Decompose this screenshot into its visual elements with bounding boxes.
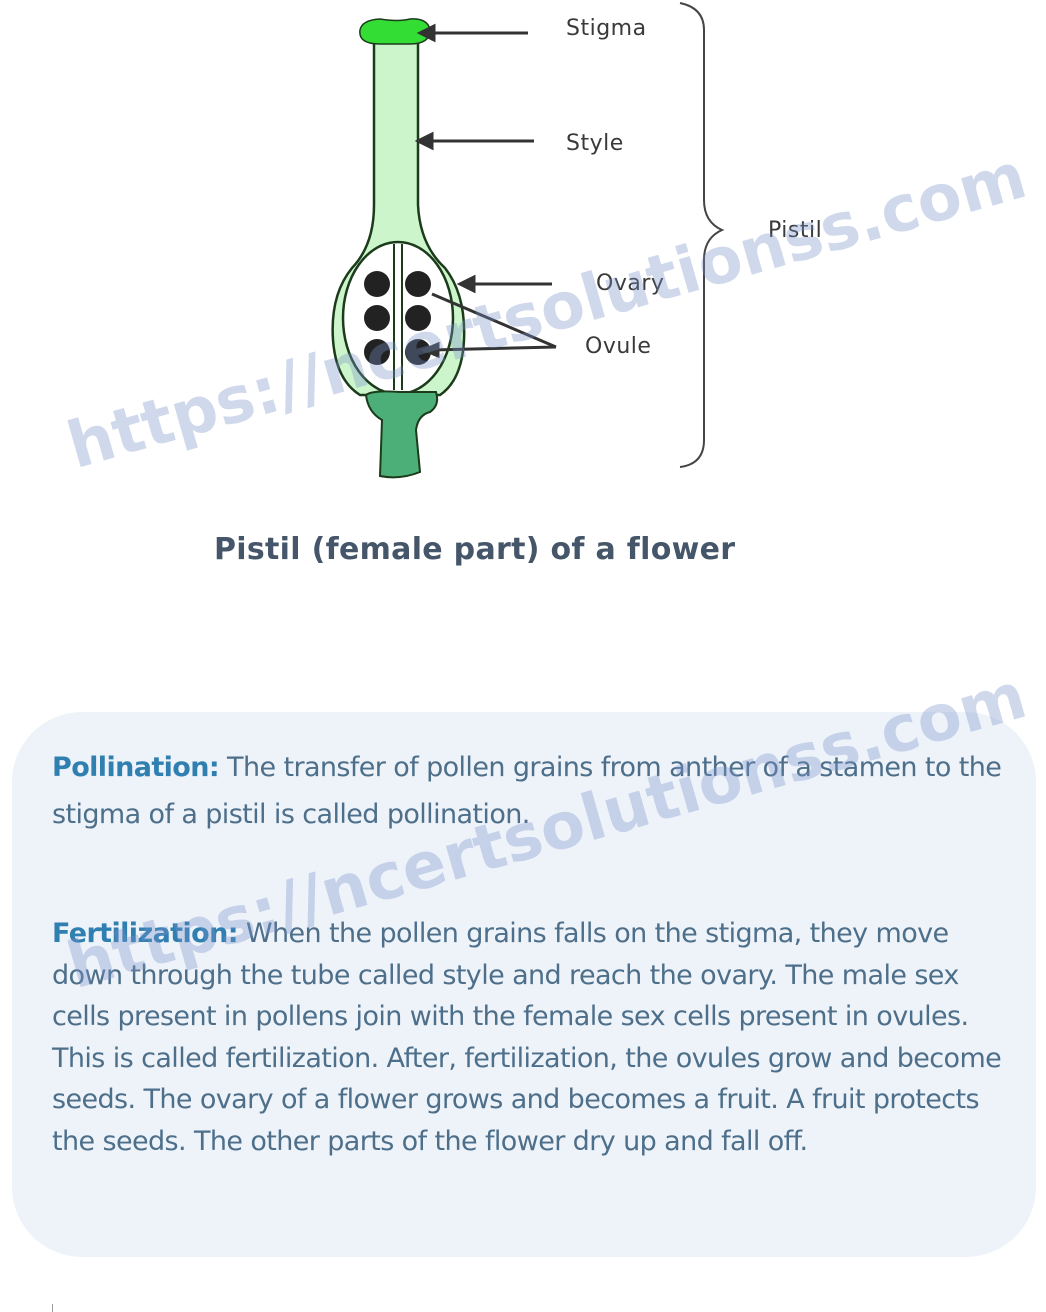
explanation-card: [12, 712, 1036, 1257]
label-style: Style: [566, 131, 624, 156]
page-edge-mark: [52, 1304, 53, 1312]
fertilization-text: When the pollen grains falls on the stig…: [52, 918, 1002, 1157]
label-ovule: Ovule: [585, 334, 652, 359]
ovules: [364, 271, 431, 365]
pointer-arrows: [414, 23, 557, 359]
pollination-paragraph: Pollination: The transfer of pollen grai…: [52, 744, 1012, 838]
label-stigma: Stigma: [566, 16, 647, 41]
pollination-text: The transfer of pollen grains from anthe…: [52, 752, 1002, 830]
pistil-diagram: Stigma Style Pistil Ovary Ovule: [0, 0, 1046, 500]
label-pistil: Pistil: [768, 218, 823, 243]
pistil-brace: [679, 2, 725, 468]
diagram-caption: Pistil (female part) of a flower: [214, 532, 736, 567]
fertilization-term: Fertilization:: [52, 918, 239, 949]
fertilization-paragraph: Fertilization: When the pollen grains fa…: [52, 913, 1012, 1163]
pistil-illustration: [331, 2, 725, 479]
label-ovary: Ovary: [596, 271, 665, 296]
pollination-term: Pollination:: [52, 752, 220, 783]
